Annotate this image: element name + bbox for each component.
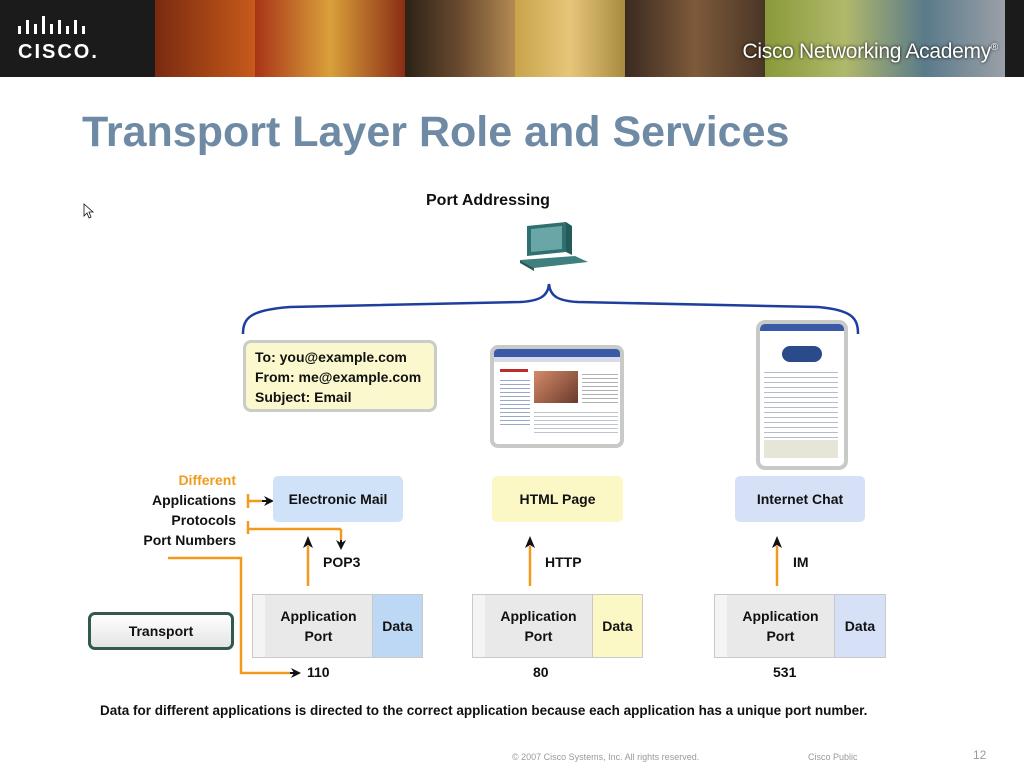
- cisco-wordmark: CISCO.: [18, 41, 99, 63]
- grouping-brace: [241, 283, 860, 335]
- diagram-caption: Data for different applications is direc…: [100, 703, 868, 718]
- app-box-chat: Internet Chat: [735, 476, 865, 522]
- app-box-email: Electronic Mail: [273, 476, 403, 522]
- email-subject: Subject: Email: [255, 389, 352, 405]
- banner-photo: [255, 0, 405, 77]
- banner-photo: [625, 0, 765, 77]
- copyright-text: © 2007 Cisco Systems, Inc. All rights re…: [512, 752, 700, 762]
- transport-box: Transport: [88, 612, 234, 650]
- banner-photo: [765, 0, 1005, 77]
- chat-logo: [782, 346, 822, 362]
- email-to: To: you@example.com: [255, 349, 407, 365]
- academy-text: Cisco Networking Academy: [742, 40, 992, 63]
- label-protocols: Protocols: [171, 512, 236, 528]
- data-field: Data: [591, 595, 642, 657]
- page-number: 12: [973, 748, 987, 762]
- arrow-head: [303, 536, 313, 548]
- label-applications: Applications: [151, 492, 236, 508]
- cisco-bars-icon: [18, 16, 85, 34]
- app-box-html: HTML Page: [492, 476, 623, 522]
- email-header-box: To: you@example.com From: me@example.com…: [243, 340, 437, 412]
- port-number-chat: 531: [773, 664, 797, 680]
- banner-photo: [405, 0, 515, 77]
- academy-brand: Cisco Networking Academy®: [742, 40, 999, 64]
- arrow-head: [772, 536, 782, 548]
- port-number-email: 110: [307, 664, 330, 680]
- diagram-title: Port Addressing: [426, 192, 550, 209]
- browser-titlebar: [494, 349, 620, 357]
- label-different: Different: [178, 472, 236, 488]
- chat-titlebar: [760, 324, 844, 331]
- protocol-im: IM: [793, 554, 809, 570]
- cisco-logo: CISCO.: [14, 14, 104, 64]
- protocol-http: HTTP: [545, 554, 582, 570]
- left-labels: Different Applications Protocols Port Nu…: [80, 470, 236, 550]
- banner-photo: [515, 0, 625, 77]
- web-page-thumbnail: [490, 345, 624, 448]
- header-banner: CISCO. Cisco Networking Academy®: [0, 0, 1024, 77]
- port-numbers-line: [168, 556, 290, 675]
- label-port-numbers: Port Numbers: [143, 532, 236, 548]
- port-number-html: 80: [533, 664, 549, 680]
- classification-text: Cisco Public: [808, 752, 858, 762]
- mouse-cursor-icon: [83, 203, 95, 219]
- protocol-pop3: POP3: [323, 554, 361, 570]
- arrow-head: [525, 536, 535, 548]
- email-from: From: me@example.com: [255, 369, 422, 385]
- registered-mark: ®: [990, 42, 998, 53]
- browser-toolbar: [494, 357, 620, 362]
- data-field: Data: [833, 595, 885, 657]
- chat-window-thumbnail: [756, 320, 848, 470]
- web-photo: [534, 371, 578, 403]
- slide-title: Transport Layer Role and Services: [82, 108, 790, 156]
- banner-photo: [155, 0, 255, 77]
- computer-icon: [520, 222, 588, 271]
- data-field: Data: [371, 595, 422, 657]
